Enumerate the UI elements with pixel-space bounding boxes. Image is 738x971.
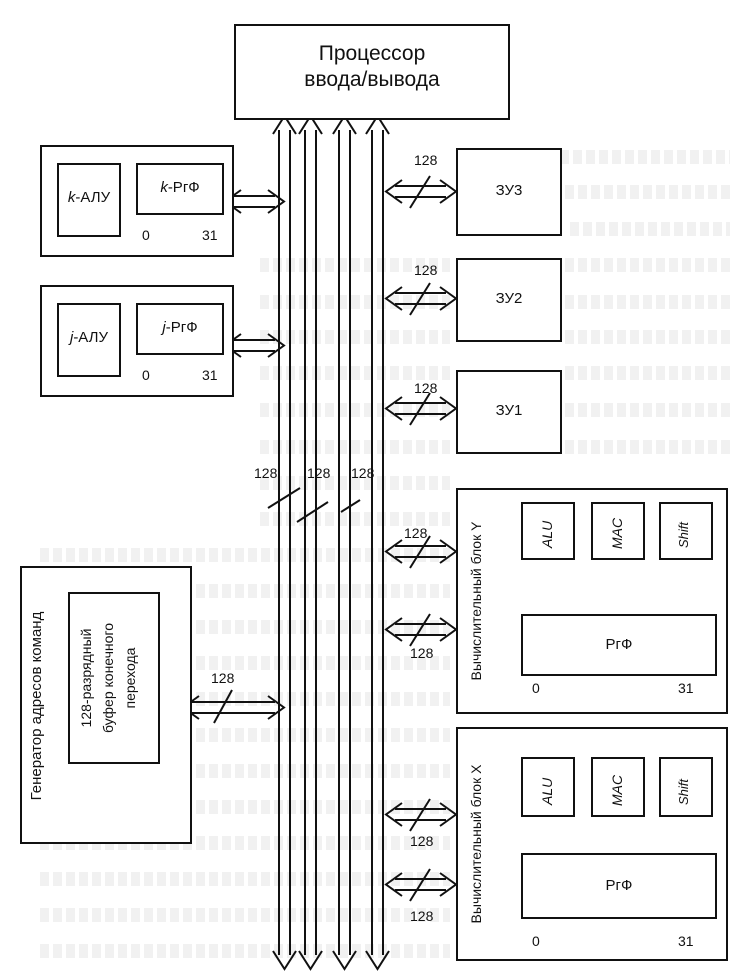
zu2-box: ЗУ2 xyxy=(456,258,562,342)
bus-label-zu3: 128 xyxy=(414,152,438,168)
block-y-rf: РгФ xyxy=(521,614,717,676)
block-x-shift-label: Shift xyxy=(676,778,691,805)
block-x-rf-label: РгФ xyxy=(605,877,633,894)
vertical-bus-2 xyxy=(298,114,323,971)
block-x-alu-label: ALU xyxy=(539,777,555,805)
link-j-block xyxy=(223,333,286,358)
block-y-title: Вычислительный блок Y xyxy=(468,521,484,681)
bus-label-y-upper: 128 xyxy=(404,525,428,541)
block-x-alu: ALU xyxy=(521,757,575,817)
bus-label-vertical-3: 128 xyxy=(351,465,375,481)
bus-label-vertical-2: 128 xyxy=(307,465,331,481)
block-x: Вычислительный блок X ALU MAC Shift РгФ … xyxy=(456,727,728,961)
zu3-box: ЗУ3 xyxy=(456,148,562,236)
block-y-mac: MAC xyxy=(591,502,645,560)
block-y-mac-label: MAC xyxy=(609,517,625,549)
k-rf-label: k-РгФ xyxy=(160,179,200,196)
link-zu1 xyxy=(384,396,458,421)
k-rf-start: 0 xyxy=(142,227,150,243)
generator-buffer: 128-разрядный буфер конечного перехода xyxy=(68,592,160,764)
block-y: Вычислительный блок Y ALU MAC Shift РгФ … xyxy=(456,488,728,714)
block-x-rf: РгФ xyxy=(521,853,717,919)
bus-label-x-upper: 128 xyxy=(410,833,434,849)
generator-title: Генератор адресов команд xyxy=(28,611,45,801)
vertical-bus-3 xyxy=(332,114,357,971)
bus-label-zu1: 128 xyxy=(414,380,438,396)
zu2-label: ЗУ2 xyxy=(495,290,523,307)
block-y-alu: ALU xyxy=(521,502,575,560)
link-generator xyxy=(181,695,286,720)
j-block: j-АЛУ j-РгФ 0 31 xyxy=(40,285,234,397)
zu1-label: ЗУ1 xyxy=(495,402,523,419)
link-x-upper xyxy=(384,802,458,827)
k-block: k-АЛУ k-РгФ 0 31 xyxy=(40,145,234,257)
j-rf-start: 0 xyxy=(142,367,150,383)
vertical-bus-4 xyxy=(365,114,390,971)
zu1-box: ЗУ1 xyxy=(456,370,562,454)
bus-label-zu2: 128 xyxy=(414,262,438,278)
block-x-mac-label: MAC xyxy=(609,774,625,806)
bus-label-generator: 128 xyxy=(211,670,235,686)
block-x-title: Вычислительный блок X xyxy=(468,764,484,924)
generator-buffer-line2: буфер конечного xyxy=(100,622,116,734)
block-x-rf-start: 0 xyxy=(532,933,540,949)
bus-label-x-lower: 128 xyxy=(410,908,434,924)
io-processor-line1: Процессор xyxy=(318,42,426,65)
j-alu-box: j-АЛУ xyxy=(57,303,121,377)
k-alu-box: k-АЛУ xyxy=(57,163,121,237)
block-y-alu-label: ALU xyxy=(539,520,555,548)
vertical-bus-1 xyxy=(272,114,297,971)
j-rf-end: 31 xyxy=(202,367,218,383)
j-rf-label: j-РгФ xyxy=(162,319,198,336)
zu3-label: ЗУ3 xyxy=(495,182,523,199)
io-processor-line2: ввода/вывода xyxy=(304,68,440,91)
block-x-shift: Shift xyxy=(659,757,713,817)
block-y-shift-label: Shift xyxy=(676,521,691,548)
block-y-shift: Shift xyxy=(659,502,713,560)
k-rf-box: k-РгФ xyxy=(136,163,224,215)
generator-buffer-line3: перехода xyxy=(122,647,138,709)
block-x-mac: MAC xyxy=(591,757,645,817)
j-alu-label: j-АЛУ xyxy=(69,329,109,346)
block-y-rf-label: РгФ xyxy=(605,636,633,653)
block-x-rf-end: 31 xyxy=(678,933,694,949)
k-alu-label: k-АЛУ xyxy=(67,189,111,206)
generator-block: Генератор адресов команд 128-разрядный б… xyxy=(20,566,192,844)
block-y-rf-end: 31 xyxy=(678,680,694,696)
bus-label-y-lower: 128 xyxy=(410,645,434,661)
k-rf-end: 31 xyxy=(202,227,218,243)
generator-buffer-line1: 128-разрядный xyxy=(78,628,94,728)
j-rf-box: j-РгФ xyxy=(136,303,224,355)
block-y-rf-start: 0 xyxy=(532,680,540,696)
io-processor-box: Процессор ввода/вывода xyxy=(234,24,510,120)
bus-label-vertical-1: 128 xyxy=(254,465,278,481)
